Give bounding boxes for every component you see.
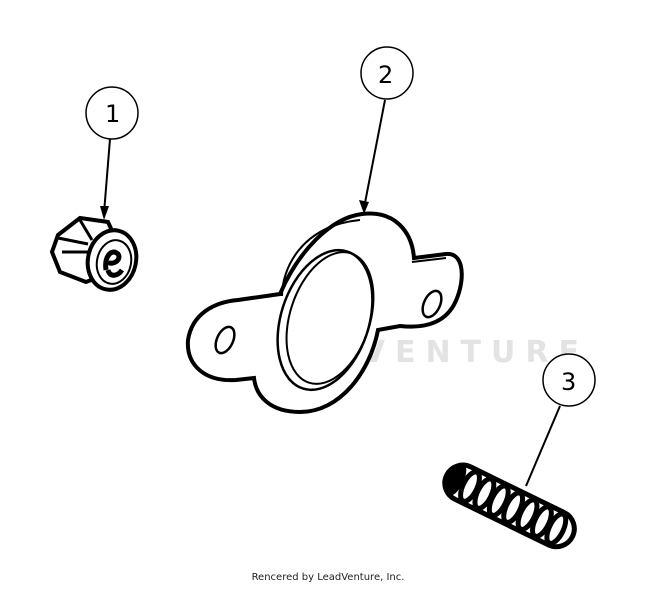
callout-1-label: 1 <box>105 100 120 128</box>
gasket-icon <box>185 211 464 415</box>
callout-3-label: 3 <box>561 368 576 396</box>
stud-icon <box>442 462 577 550</box>
leader-line-1 <box>103 138 111 214</box>
callout-2-circle <box>360 46 414 100</box>
nut-icon <box>49 215 139 292</box>
arrowhead-2-icon <box>359 200 369 214</box>
part-1-flange-nut[interactable]: 1 <box>49 86 142 294</box>
callout-3[interactable]: 3 <box>542 353 596 407</box>
leader-line-3 <box>525 405 561 487</box>
callout-2[interactable]: 2 <box>360 46 414 100</box>
callout-1[interactable]: 1 <box>85 86 139 140</box>
arrowhead-1-icon <box>100 206 109 220</box>
part-2-gasket[interactable]: 2 <box>185 46 464 415</box>
part-3-stud[interactable]: 3 <box>439 353 596 553</box>
callout-2-label: 2 <box>378 61 393 89</box>
callout-3-circle <box>542 353 596 407</box>
leader-line-2 <box>363 99 386 209</box>
footer-credit: Rencered by LeadVenture, Inc. <box>251 572 405 583</box>
callout-1-circle <box>85 86 139 140</box>
